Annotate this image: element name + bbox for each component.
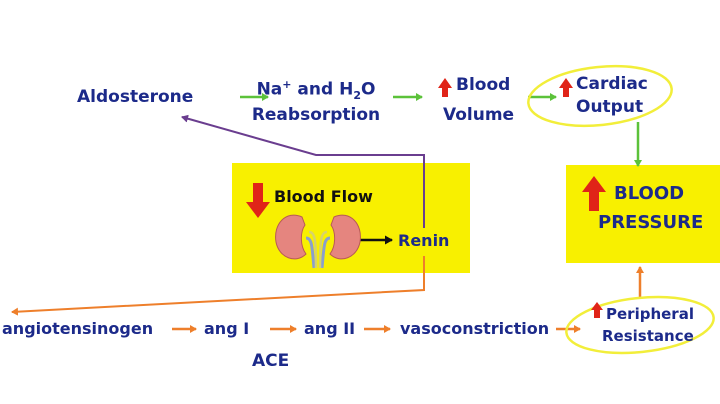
peripheral-line1: Peripheral [606,305,694,323]
arrow-renin-to-aldosterone [181,114,425,228]
blood-volume-line1: Blood [456,75,511,95]
ace-label: ACE [252,351,290,371]
blood-volume-line2: Volume [443,105,515,125]
blood-pressure-line2: PRESSURE [598,212,704,233]
kidney-icon [275,214,361,269]
up-arrow-icon [438,78,452,97]
peripheral-line2: Resistance [602,327,694,345]
cardiac-output-line2: Output [576,97,644,117]
angiotensinogen-label: angiotensinogen [2,319,154,338]
ang1-label: ang I [204,319,250,338]
na-h2o-label: Na+ and H2O [256,78,376,103]
up-arrow-icon [559,78,573,97]
cardiac-output-line1: Cardiac [576,74,648,94]
arrow-renin-to-angiotensinogen [11,256,425,316]
cardiac-output-highlight [527,64,673,128]
blood-pressure-line1: BLOOD [614,183,685,204]
down-arrow-icon [246,183,270,218]
peripheral-resistance-highlight [565,295,715,355]
up-arrow-icon [582,176,606,211]
ang2-label: ang II [304,319,356,338]
up-arrow-icon [591,302,603,318]
vasoconstriction-label: vasoconstriction [400,319,550,338]
blood-flow-label: Blood Flow [274,187,373,206]
reabsorption-label: Reabsorption [251,105,381,125]
aldosterone-label: Aldosterone [77,87,194,107]
renin-label: Renin [398,231,450,250]
